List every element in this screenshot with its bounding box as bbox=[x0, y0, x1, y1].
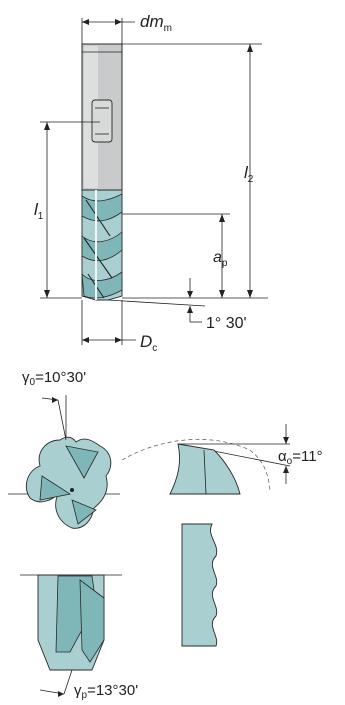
gamma0-label: γ0=10°30' bbox=[22, 369, 86, 388]
alpha0-label: αo=11° bbox=[278, 448, 323, 467]
gammap-label: γp=13°30' bbox=[74, 682, 138, 701]
dish-angle-line bbox=[107, 299, 206, 307]
angle-1-30-label: 1° 30' bbox=[206, 315, 247, 332]
dm-label: dmm bbox=[140, 12, 172, 34]
l2-label: l2 bbox=[244, 163, 254, 185]
angle-arrowhead-top bbox=[187, 291, 193, 298]
cs-center-point bbox=[70, 488, 74, 492]
gamma0-ray bbox=[57, 399, 67, 441]
shank-flat bbox=[91, 99, 113, 143]
chip-breaker-wavy-edge bbox=[181, 523, 218, 647]
angle-arrowhead-bottom bbox=[187, 306, 193, 313]
ap-label: ap bbox=[213, 249, 228, 269]
helix-flute-right bbox=[79, 579, 105, 663]
clearance-arc bbox=[121, 439, 271, 491]
chip-breaker-profile bbox=[181, 523, 218, 647]
gamma0-arrowhead bbox=[52, 397, 58, 403]
tool-side-view: dmm l2 l1 ap 1° 30' Dc bbox=[34, 12, 268, 354]
l1-label: l1 bbox=[34, 200, 44, 222]
dc-label: Dc bbox=[140, 332, 157, 354]
clearance-detail-view: αo=11° bbox=[121, 424, 323, 495]
gammap-ray bbox=[63, 669, 73, 695]
clearance-tooth-edge bbox=[203, 449, 207, 495]
alpha0-arrowhead-bottom bbox=[283, 466, 289, 473]
cross-section-view: γ0=10°30' bbox=[8, 369, 120, 529]
helix-detail-view: γp=13°30' bbox=[20, 574, 138, 701]
gammap-arrowhead bbox=[58, 691, 64, 697]
shank-highlight bbox=[84, 46, 98, 188]
cs-flute-shading bbox=[39, 445, 99, 525]
alpha0-arrowhead-top bbox=[283, 437, 289, 444]
flute-3 bbox=[81, 271, 123, 299]
